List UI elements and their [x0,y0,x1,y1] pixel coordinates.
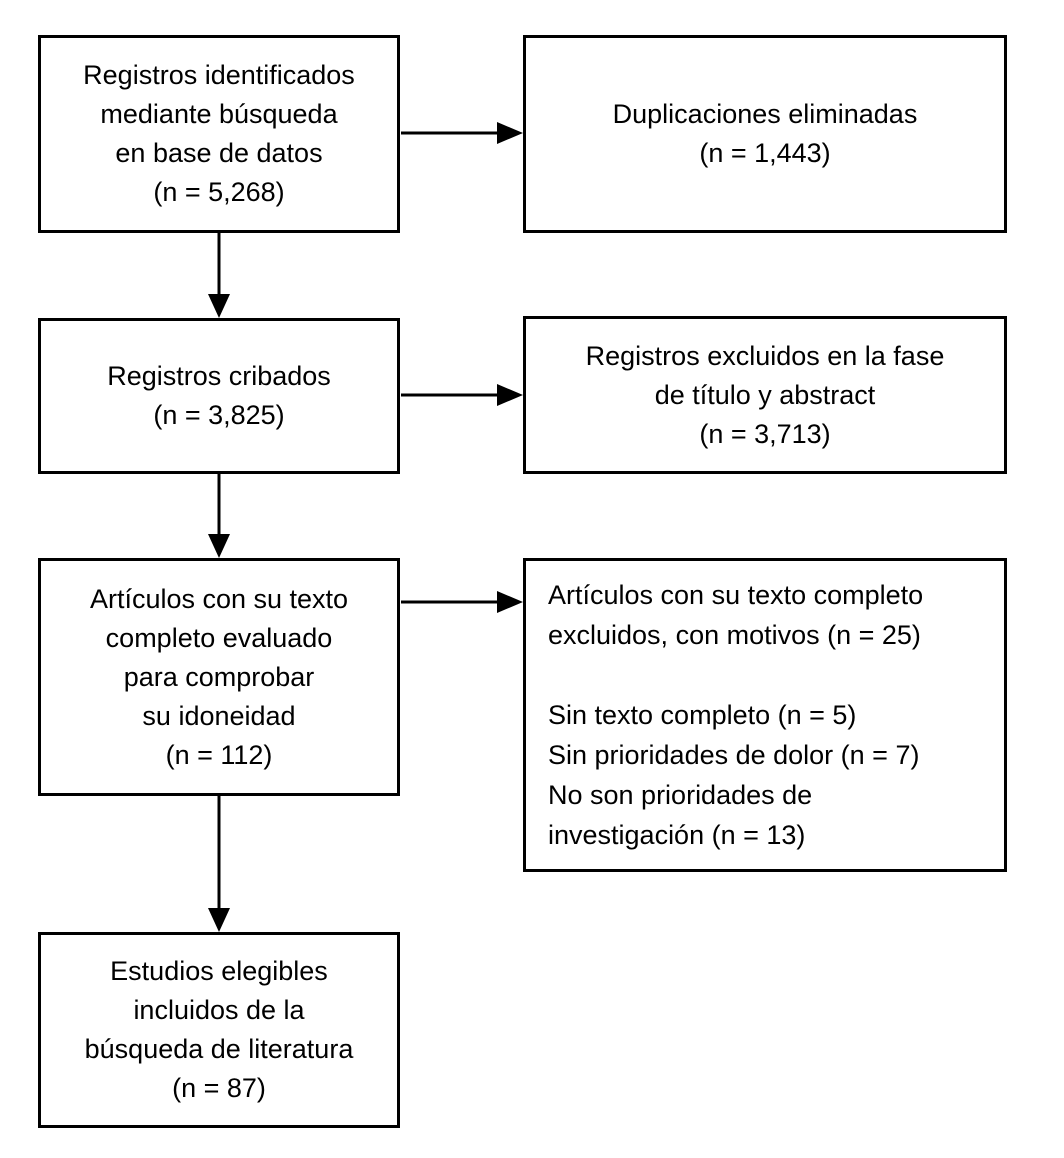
box-records-screened: Registros cribados (n = 3,825) [38,318,400,474]
arrow-fulltext-to-ft-excluded [401,591,523,613]
box-fulltext-assessed: Artículos con su texto completo evaluado… [38,558,400,796]
arrow-right-icon [497,384,523,406]
box-fulltext-excluded: Artículos con su texto completo excluido… [523,558,1007,872]
arrow-identified-to-duplicates [401,122,523,144]
box-text-line: incluidos de la [133,995,305,1025]
arrow-down-icon [208,294,230,318]
box-text-line: No son prioridades de [548,780,813,810]
arrow-right-icon [497,591,523,613]
box-text-line: en base de datos [115,138,323,168]
box-text-line: Registros excluidos en la fase [585,340,945,371]
box-text-line: Estudios elegibles [110,956,328,986]
box-text-line: Artículos con su texto completo [548,580,924,610]
box-text-line: (n = 1,443) [699,138,831,168]
arrow-shaft [217,474,221,536]
arrow-shaft [401,131,499,135]
box-text-line: de título y abstract [654,379,876,410]
box-text-line: (n = 5,268) [153,177,285,207]
box-text-line: Artículos con su texto [89,583,349,614]
box-text-line: Registros identificados [83,60,355,90]
arrow-down-icon [208,534,230,558]
arrow-identified-to-screened [208,233,230,318]
box-text-line: Sin texto completo (n = 5) [548,700,857,730]
box-text-line: excluidos, con motivos (n = 25) [548,620,921,650]
arrow-shaft [401,393,499,397]
box-text-line: Duplicaciones eliminadas [612,99,918,129]
box-text-line: (n = 3,713) [699,418,831,449]
arrow-right-icon [497,122,523,144]
box-text-line: (n = 87) [172,1073,266,1103]
box-text-line: (n = 3,825) [153,400,285,430]
box-text-line: Registros cribados [107,361,331,391]
box-text-blank-line [548,655,986,695]
box-studies-included: Estudios elegibles incluidos de la búsqu… [38,932,400,1128]
arrow-shaft [401,600,499,604]
box-text-line: mediante búsqueda [100,99,338,129]
arrow-shaft [217,796,221,910]
arrow-screened-to-excluded [401,384,523,406]
box-text-line: para comprobar [123,661,315,692]
arrow-screened-to-fulltext [208,474,230,558]
arrow-down-icon [208,908,230,932]
box-records-excluded-title-abstract: Registros excluidos en la fase de título… [523,316,1007,474]
box-records-identified: Registros identificados mediante búsqued… [38,35,400,233]
box-duplicates-removed: Duplicaciones eliminadas (n = 1,443) [523,35,1007,233]
box-text-line: (n = 112) [165,739,273,770]
arrow-fulltext-to-included [208,796,230,932]
box-text-line: búsqueda de literatura [84,1034,354,1064]
arrow-shaft [217,233,221,296]
box-text-line: completo evaluado [105,622,333,653]
box-text-line: Sin prioridades de dolor (n = 7) [548,740,920,770]
box-text-line: su idoneidad [142,700,296,731]
box-text-line: investigación (n = 13) [548,820,806,850]
